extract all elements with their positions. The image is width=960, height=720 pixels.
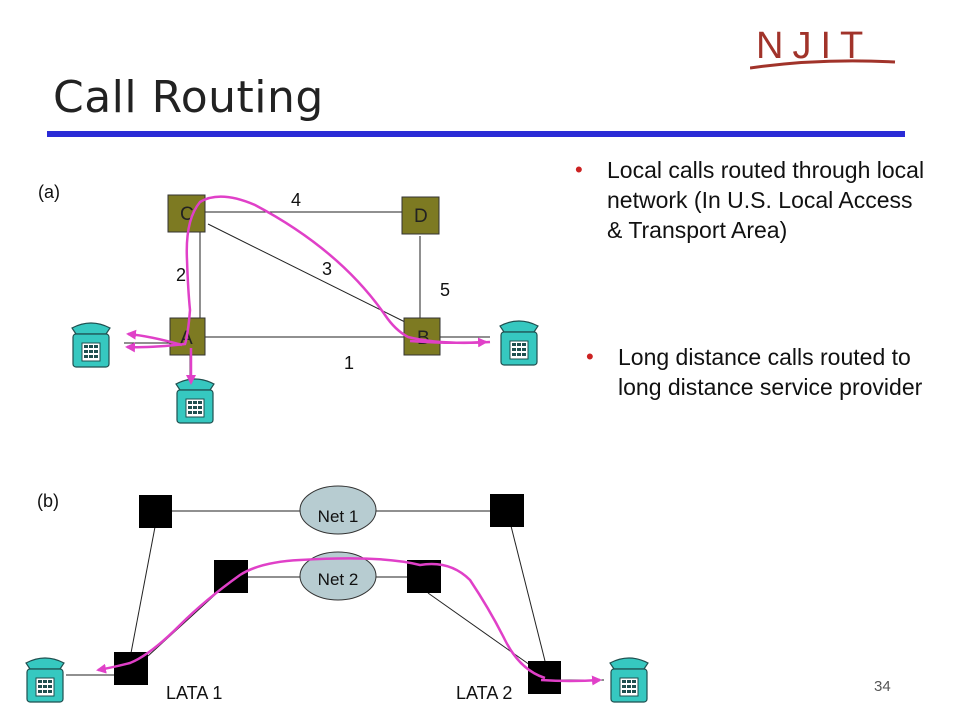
route-path-long-distance: [96, 557, 546, 680]
route-path-local-4: [409, 337, 488, 348]
link-b-right: [510, 525, 546, 662]
link-weight-a-b: 1: [344, 353, 354, 373]
bullet-local-calls: • Local calls routed through local networ…: [575, 156, 927, 246]
bullet-text: Local calls routed through local network…: [607, 157, 925, 243]
bullet-long-distance: • Long distance calls routed to long dist…: [586, 343, 948, 403]
link-weight-c-a: 2: [176, 265, 186, 285]
bullet-list-long-distance: • Long distance calls routed to long dist…: [586, 343, 948, 403]
network-net2-label: Net 2: [318, 570, 359, 589]
title-underline-bar: [47, 131, 905, 137]
network-net1: [299, 485, 377, 535]
phone-icon: [609, 657, 649, 703]
diagram-b-label: (b): [37, 491, 59, 511]
switch-node: [490, 494, 524, 527]
phone-icon: [25, 657, 65, 703]
node-b-label: B: [417, 328, 430, 349]
njit-logo: NJIT: [750, 25, 896, 70]
svg-text:NJIT: NJIT: [756, 25, 872, 67]
phone-icon: [71, 322, 111, 368]
link-weight-c-b: 3: [322, 259, 332, 279]
lata1-label: LATA 1: [166, 683, 222, 703]
phone-icon: [499, 320, 539, 366]
link-b-left: [130, 526, 156, 654]
link-weight-d-b: 5: [440, 280, 450, 300]
node-c: [167, 194, 206, 233]
page-number: 34: [874, 678, 891, 695]
bullet-text: Long distance calls routed to long dista…: [618, 344, 923, 400]
route-path-local-2: [126, 329, 183, 347]
network-net2: [299, 551, 377, 601]
switch-node: [214, 560, 248, 593]
switch-node: [139, 495, 172, 528]
phone-icon: [175, 378, 215, 424]
lata2-label: LATA 2: [456, 683, 512, 703]
route-path-long-distance-2: [540, 675, 602, 686]
link-weight-c-d: 4: [291, 190, 301, 210]
bullet-dot: •: [586, 344, 594, 369]
bullet-dot: •: [575, 157, 583, 182]
bullet-list-local: • Local calls routed through local networ…: [575, 156, 927, 246]
network-net1-label: Net 1: [318, 507, 359, 526]
node-d: [401, 196, 440, 235]
link-c-b: [207, 223, 406, 323]
node-d-label: D: [414, 206, 428, 227]
slide-title: Call Routing: [53, 72, 324, 123]
diagram-a-label: (a): [38, 182, 60, 202]
route-path-local: [125, 195, 491, 353]
